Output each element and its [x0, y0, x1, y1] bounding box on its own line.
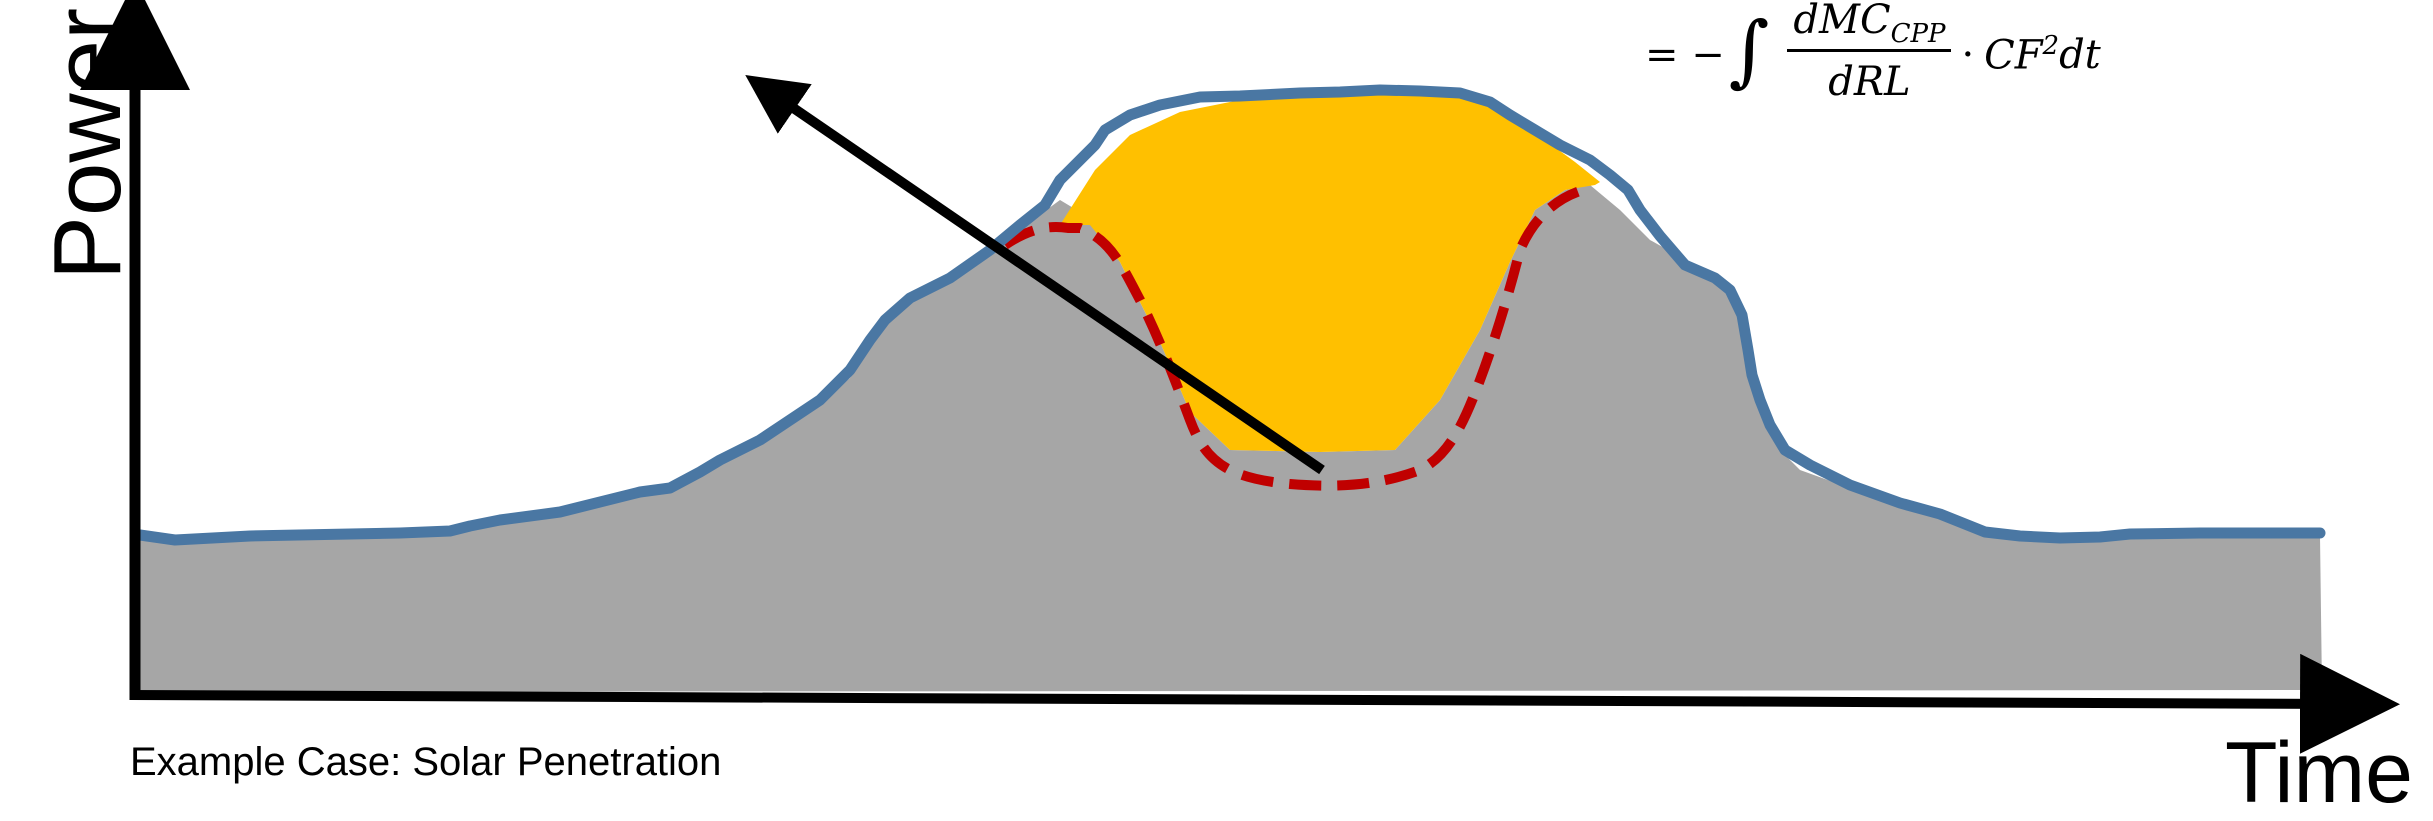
x-axis-label: Time — [2225, 725, 2413, 821]
term-superscript: 2 — [2042, 31, 2060, 62]
net-load-area — [140, 185, 2322, 692]
numerator-subscript: CPP — [1890, 19, 1946, 50]
cost-formula: = − ∫ dMCCPP dRL · CF2 dt — [1645, 0, 2101, 110]
numerator-base: dMC — [1793, 0, 1891, 44]
net-load-curve — [1002, 183, 1592, 491]
formula-dot: · — [1961, 32, 1975, 78]
formula-term: CF2 — [1984, 31, 2059, 78]
term-base: CF — [1984, 32, 2043, 79]
formula-fraction: dMCCPP dRL — [1787, 0, 1952, 106]
gross-load-curve — [134, 84, 2326, 546]
y-axis-label: Power — [34, 7, 141, 281]
formula-numerator: dMCCPP — [1787, 0, 1952, 52]
integral-sign: ∫ — [1728, 6, 1770, 96]
formula-denominator: dRL — [1828, 58, 1911, 105]
caption: Example Case: Solar Penetration — [130, 740, 722, 784]
solar-generation-area — [1060, 94, 1600, 452]
ramp-arrow — [745, 75, 1325, 475]
formula-prefix: = − — [1645, 32, 1725, 78]
formula-differential: dt — [2059, 32, 2101, 78]
x-axis — [129, 653, 2400, 754]
